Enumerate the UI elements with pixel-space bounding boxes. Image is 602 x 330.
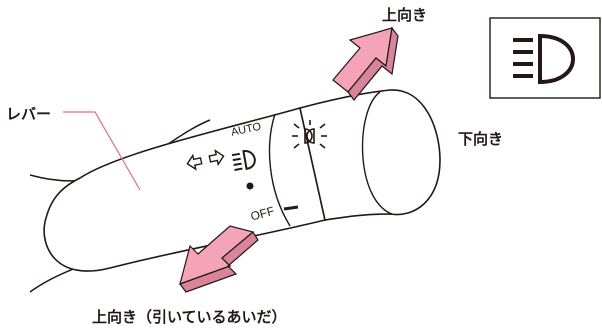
knob-seam — [361, 91, 393, 215]
ring-seam — [268, 113, 291, 227]
down-label: 下向き — [458, 130, 504, 148]
turn-signal-arrows-icon — [186, 149, 225, 171]
up-pull-label: 上向き（引いているあいだ） — [92, 308, 287, 326]
parking-light-icon — [292, 120, 327, 149]
push-up-arrow-icon — [332, 26, 399, 101]
lever-indicator-line — [63, 111, 141, 191]
up-push-label: 上向き — [382, 6, 428, 24]
lever-label: レバー — [6, 105, 52, 123]
pull-down-arrow-icon — [179, 225, 259, 293]
position-dot-icon — [246, 182, 254, 190]
lever-knob — [299, 89, 441, 221]
high-beam-icon — [489, 17, 601, 99]
low-beam-icon — [231, 150, 256, 171]
off-mark — [283, 205, 299, 211]
lever-body — [43, 106, 326, 272]
